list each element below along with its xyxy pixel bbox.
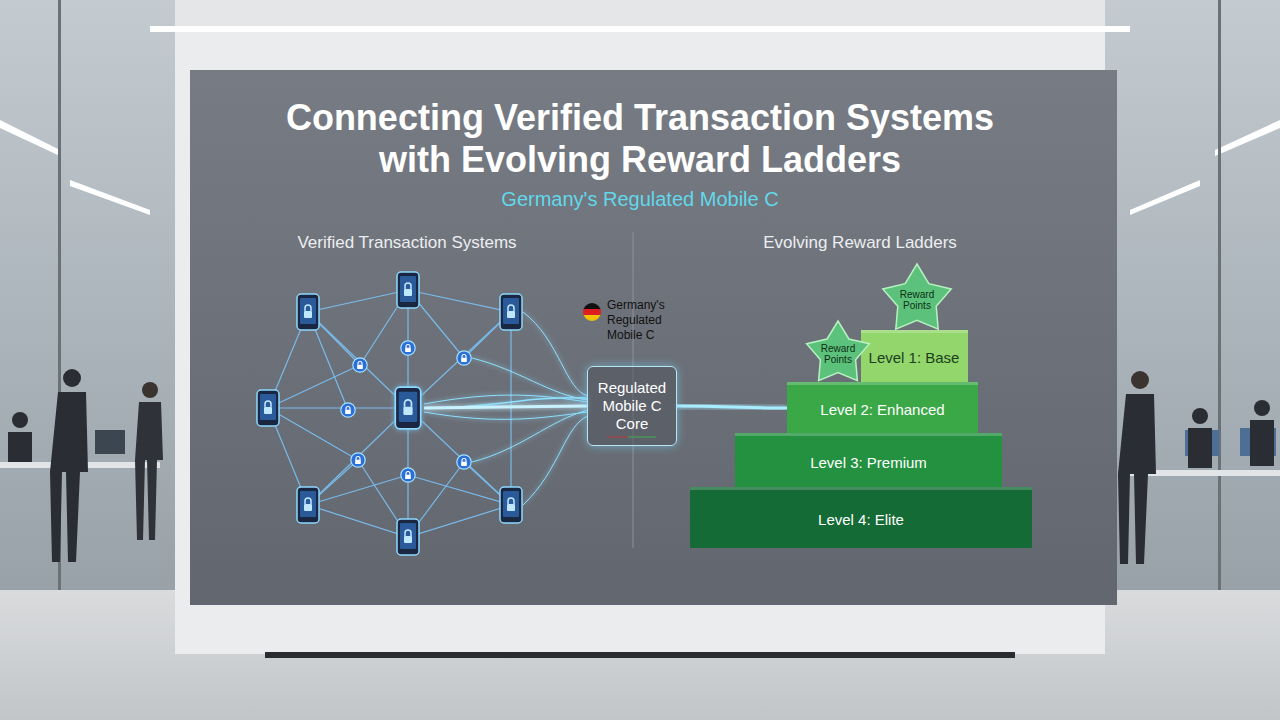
section-heading: Verified Transaction Systems <box>257 233 557 253</box>
level-label: Level 2: Enhanced <box>820 401 944 418</box>
person <box>50 392 88 562</box>
network-link <box>408 475 511 505</box>
person <box>142 382 158 398</box>
level-label: Level 4: Elite <box>818 511 904 528</box>
person <box>1131 371 1149 389</box>
reward-star: Reward Points <box>879 260 955 336</box>
phone-icon <box>500 294 522 330</box>
network-link <box>268 365 360 408</box>
flag-stripe <box>583 309 601 315</box>
ceiling-light <box>1130 180 1200 215</box>
flag-stripe <box>583 303 601 309</box>
star-label: Reward Points <box>895 289 939 311</box>
beam-line <box>472 410 588 462</box>
level-step: Level 3: Premium <box>735 433 1002 488</box>
network-link <box>268 407 408 408</box>
network-links <box>268 290 511 537</box>
lock-icon <box>401 341 415 355</box>
flag-stripe <box>583 315 601 321</box>
network-link <box>408 312 511 408</box>
person <box>63 369 81 387</box>
level-step: Level 4: Elite <box>690 487 1032 548</box>
person <box>8 432 32 462</box>
beam-line <box>424 395 588 404</box>
core-box: Regulated Mobile C Core <box>587 366 677 446</box>
lock-icon <box>401 468 415 482</box>
person <box>1188 428 1212 468</box>
core-label: Regulated Mobile C Core <box>592 379 672 433</box>
beam-line <box>523 312 588 396</box>
person <box>1254 400 1270 416</box>
phone-icon <box>397 519 419 555</box>
ceiling-light <box>0 120 60 156</box>
phone-icon <box>500 487 522 523</box>
star-outline <box>883 264 951 329</box>
phone-icon <box>397 272 419 308</box>
lock-icon <box>341 403 355 417</box>
lock-icon <box>457 351 471 365</box>
data-beam-connector <box>677 406 787 408</box>
glass-wall <box>0 0 175 600</box>
flag-label: Germany's Regulated Mobile C <box>607 298 679 343</box>
network-link <box>308 312 408 408</box>
beam-line <box>424 398 588 408</box>
lock-icon <box>457 455 471 469</box>
network-link <box>268 290 511 537</box>
person <box>1250 420 1274 466</box>
monitor <box>95 430 125 454</box>
level-label: Level 1: Base <box>869 349 960 366</box>
star-label: Reward Points <box>818 343 859 365</box>
section-heading: Evolving Reward Ladders <box>710 233 1010 253</box>
beam-line <box>472 358 588 400</box>
beam-line <box>523 416 588 505</box>
data-beam <box>424 312 588 505</box>
german-flag <box>583 303 601 321</box>
network-link <box>308 475 408 505</box>
wall-base <box>265 652 1015 658</box>
reward-star: Reward Points <box>803 317 873 387</box>
person <box>135 402 163 540</box>
network-link <box>408 408 511 505</box>
phone-icon <box>395 387 420 429</box>
person <box>1192 408 1208 424</box>
ceiling-light <box>1215 120 1280 156</box>
beam-line <box>424 412 588 419</box>
person <box>1118 394 1156 564</box>
lock-icon <box>351 453 365 467</box>
diagram-title: Connecting Verified Transaction Systems … <box>250 97 1030 181</box>
phone-icon <box>257 390 279 426</box>
light-strip <box>150 26 1130 32</box>
beam-line <box>424 406 588 408</box>
glass-wall <box>1105 0 1280 600</box>
ceiling-light <box>70 180 150 215</box>
window-frame <box>1218 0 1221 600</box>
subtitle: Germany's Regulated Mobile C <box>340 187 940 211</box>
display-board <box>190 70 1117 605</box>
level-step: Level 1: Base <box>861 330 968 382</box>
level-label: Level 3: Premium <box>810 454 927 471</box>
phone-icons <box>257 272 522 555</box>
phone-icon <box>297 487 319 523</box>
lock-icons <box>341 341 471 482</box>
level-step: Level 2: Enhanced <box>787 382 978 434</box>
network-link <box>308 408 408 505</box>
phone-icon <box>297 294 319 330</box>
person <box>12 412 28 428</box>
lock-icon <box>353 358 367 372</box>
